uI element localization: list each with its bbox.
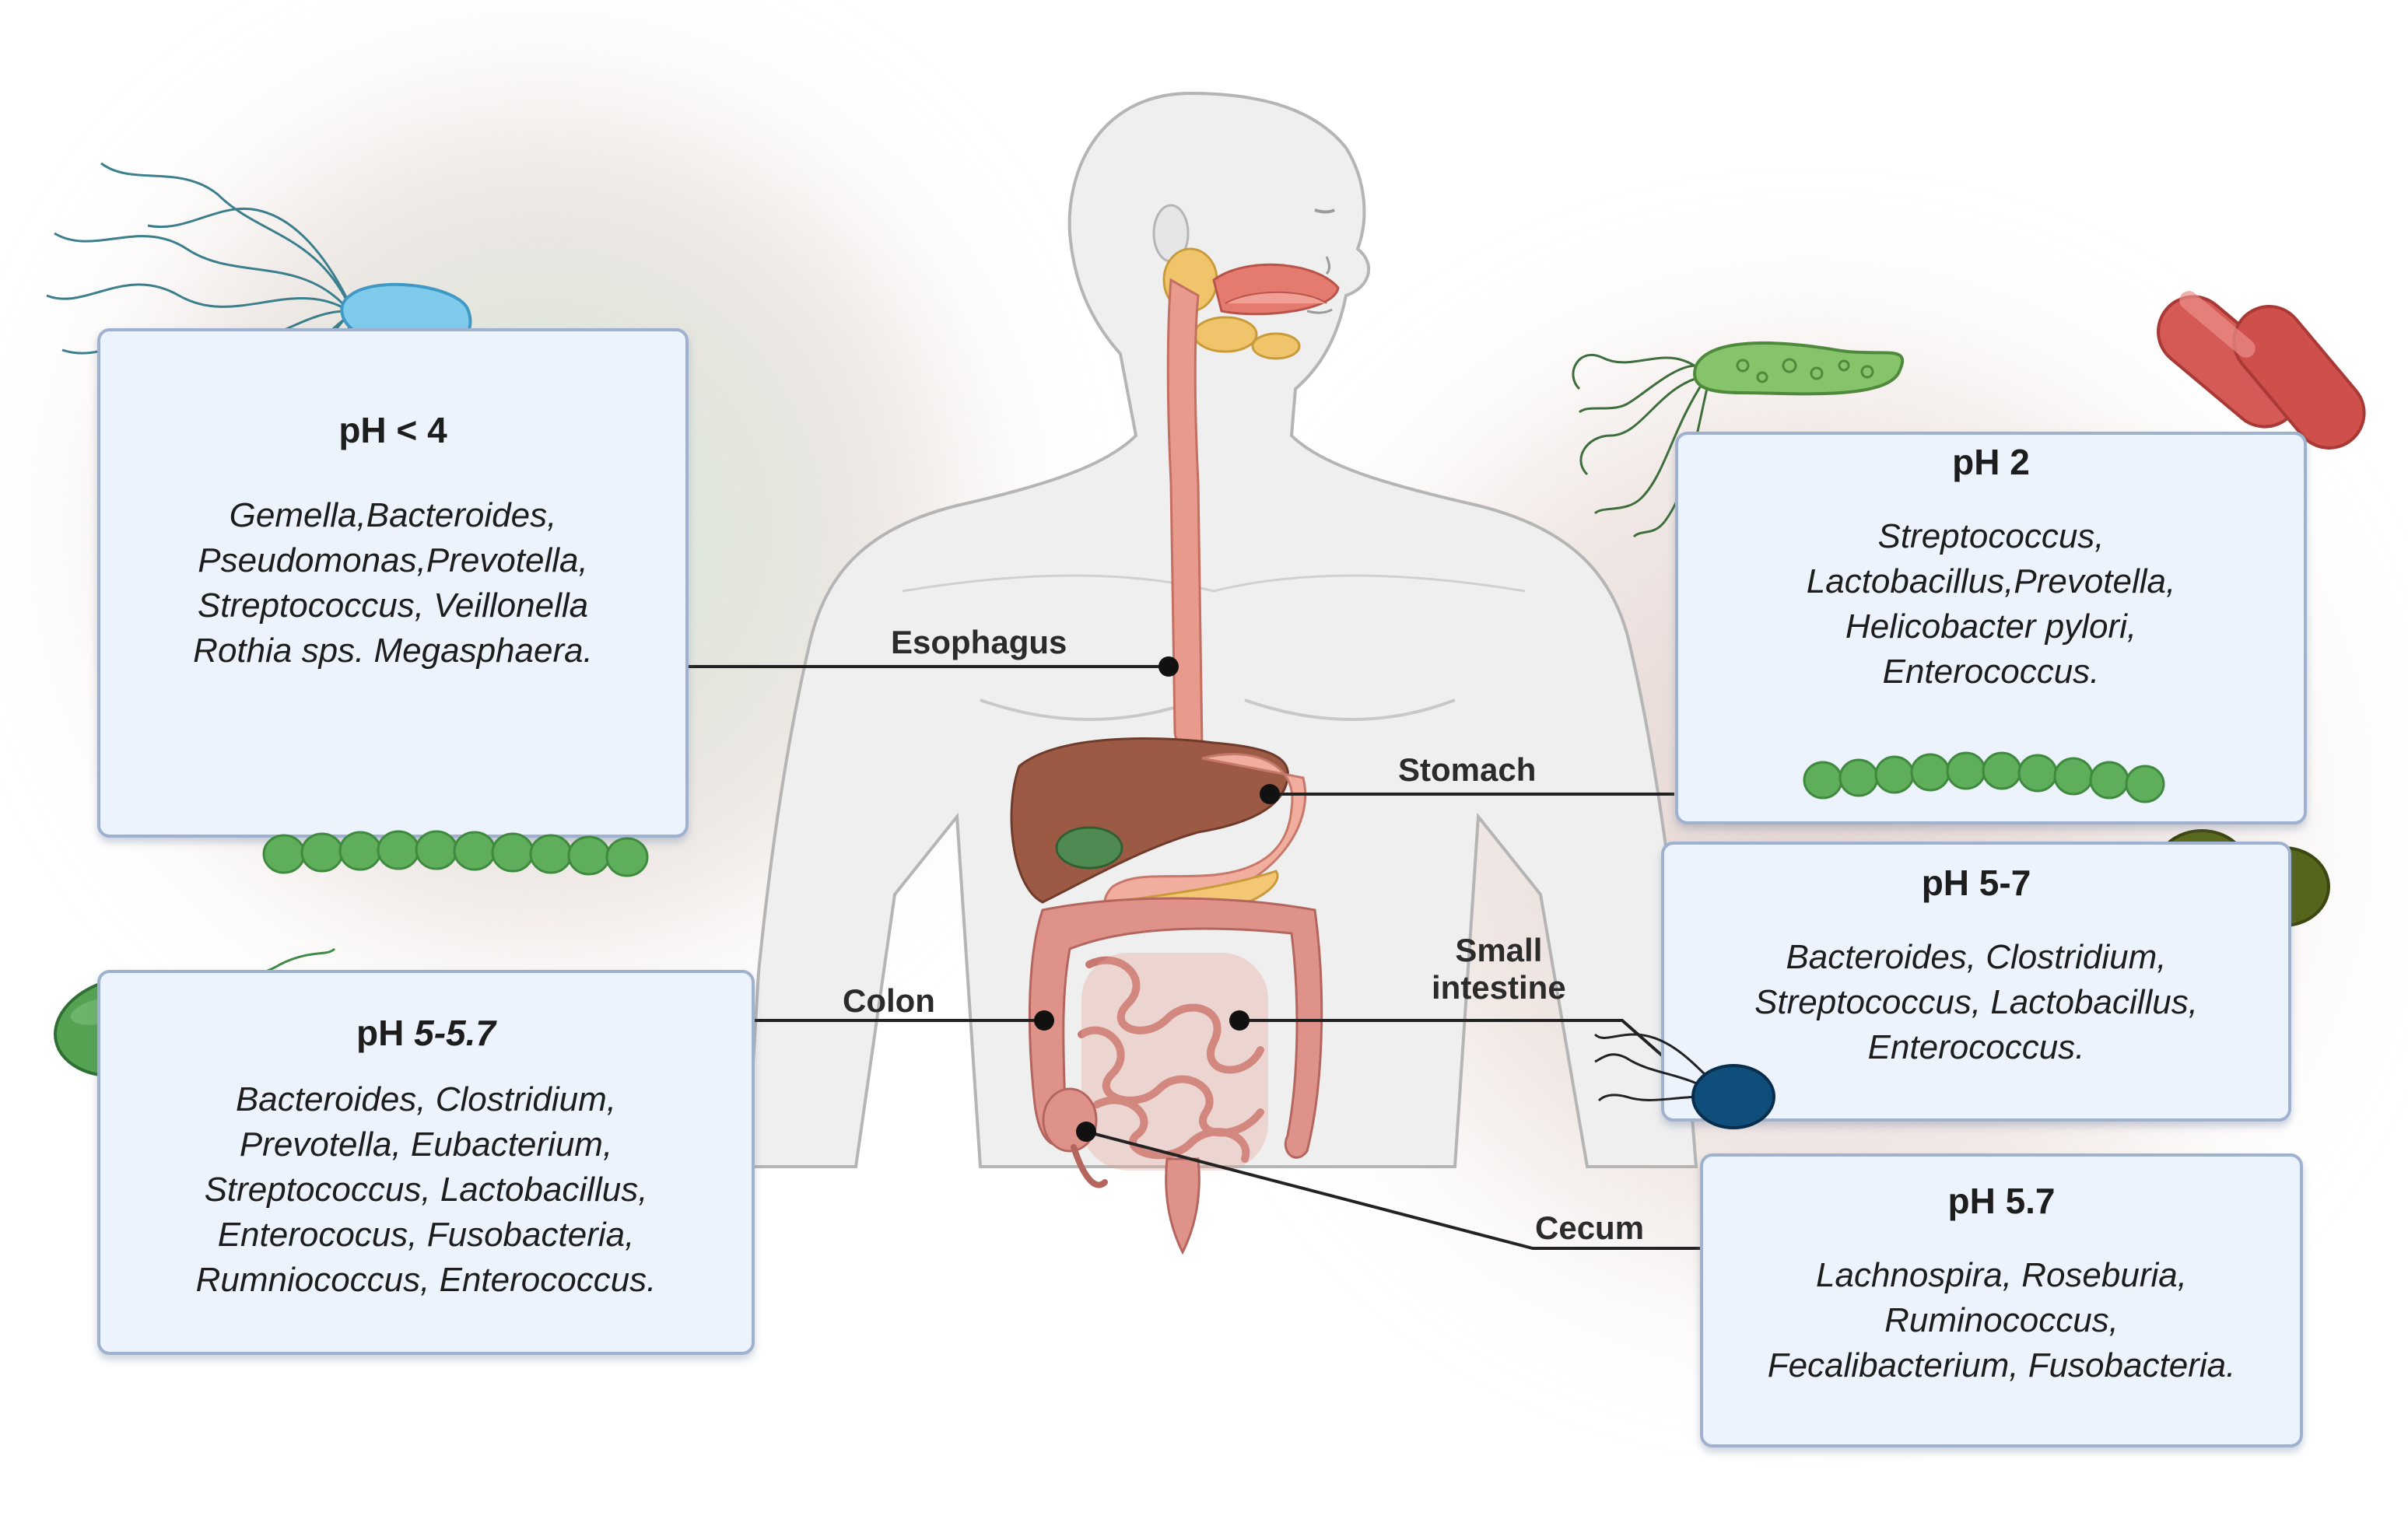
stomach-ph-title: pH 2 (1952, 442, 2030, 482)
cecum-label: Cecum (1535, 1209, 1645, 1246)
helicobacter-bacterium-icon (1572, 341, 1905, 538)
rod-bacteria-pair-icon (2157, 291, 2366, 450)
flagellated-coccus-icon (1593, 1033, 1775, 1129)
colon-label: Colon (843, 982, 935, 1019)
small-intestine-label-line1: Small (1455, 932, 1543, 968)
colon-ph-prefix: pH (356, 1013, 415, 1053)
genus-line: Gemella,Bacteroides, (229, 496, 557, 534)
small-intestine-genera-list: Bacteroides, Clostridium, Streptococcus,… (1664, 935, 2288, 1070)
genus-line: Streptococcus, Lactobacillus, (1754, 983, 2198, 1021)
leader-dots (1034, 656, 1280, 1142)
genus-line: Streptococcus, (1877, 517, 2105, 555)
stomach-dot (1260, 784, 1280, 804)
genus-line: Bacteroides, Clostridium, (1786, 938, 2167, 976)
genus-line: Enterococcus. (1882, 653, 2100, 691)
esophagus-dot (1158, 656, 1179, 677)
esophagus-label: Esophagus (891, 624, 1067, 660)
genus-line: Enterococcus. (1867, 1028, 2085, 1066)
streptococcus-chain-icon (1803, 751, 2165, 803)
genus-line: Streptococcus, Veillonella (197, 586, 589, 625)
cecum-leader (1085, 1130, 1704, 1250)
colon-info-box: pH 5-5.7 Bacteroides, Clostridium, Prevo… (97, 970, 755, 1355)
genus-line: Pseudomonas,Prevotella, (198, 541, 588, 579)
genus-line: Lachnospira, Roseburia, (1816, 1256, 2187, 1294)
genus-line: Rothia sps. Megasphaera. (193, 632, 593, 670)
small-intestine-label-line2: intestine (1432, 969, 1566, 1006)
cecum-dot (1076, 1122, 1096, 1142)
genus-line: Streptococcus, Lactobacillus, (204, 1171, 648, 1209)
esophagus-ph-title: pH < 4 (338, 410, 447, 450)
genus-line: Helicobacter pylori, (1845, 607, 2137, 646)
esophagus-info-box: pH < 4 Gemella,Bacteroides, Pseudomonas,… (97, 328, 689, 838)
genus-line: Ruminococcus, (1884, 1301, 2119, 1339)
genus-line: Bacteroides, Clostridium, (235, 1080, 617, 1118)
cecum-genera-list: Lachnospira, Roseburia, Ruminococcus, Fe… (1703, 1253, 2300, 1388)
colon-ph-title: pH 5-5.7 (100, 1012, 752, 1054)
small-intestine-dot (1229, 1010, 1250, 1031)
genus-line: Lactobacillus,Prevotella, (1806, 562, 2176, 600)
streptococcus-chain-icon (262, 830, 649, 877)
genus-line: Fecalibacterium, Fusobacteria. (1767, 1346, 2236, 1384)
small-intestine-info-box: pH 5-7 Bacteroides, Clostridium, Strepto… (1661, 842, 2291, 1122)
genus-line: Enterococus, Fusobacteria, (217, 1216, 635, 1254)
colon-dot (1034, 1010, 1054, 1031)
stomach-genera-list: Streptococcus, Lactobacillus,Prevotella,… (1678, 514, 2304, 695)
small-intestine-label: Small intestine (1432, 932, 1566, 1006)
cecum-info-box: pH 5.7 Lachnospira, Roseburia, Ruminococ… (1700, 1153, 2303, 1447)
small-intestine-ph-title: pH 5-7 (1921, 863, 2031, 903)
colon-ph-range: 5-5.7 (414, 1013, 496, 1053)
cecum-ph-title: pH 5.7 (1947, 1181, 2056, 1221)
genus-line: Prevotella, Eubacterium, (239, 1125, 613, 1164)
genus-line: Rumniococcus, Enterococcus. (195, 1261, 657, 1299)
digestive-tract-icon (1010, 247, 1340, 1255)
colon-genera-list: Bacteroides, Clostridium, Prevotella, Eu… (100, 1077, 752, 1303)
esophagus-genera-list: Gemella,Bacteroides, Pseudomonas,Prevote… (100, 493, 685, 674)
stomach-label: Stomach (1398, 751, 1537, 788)
